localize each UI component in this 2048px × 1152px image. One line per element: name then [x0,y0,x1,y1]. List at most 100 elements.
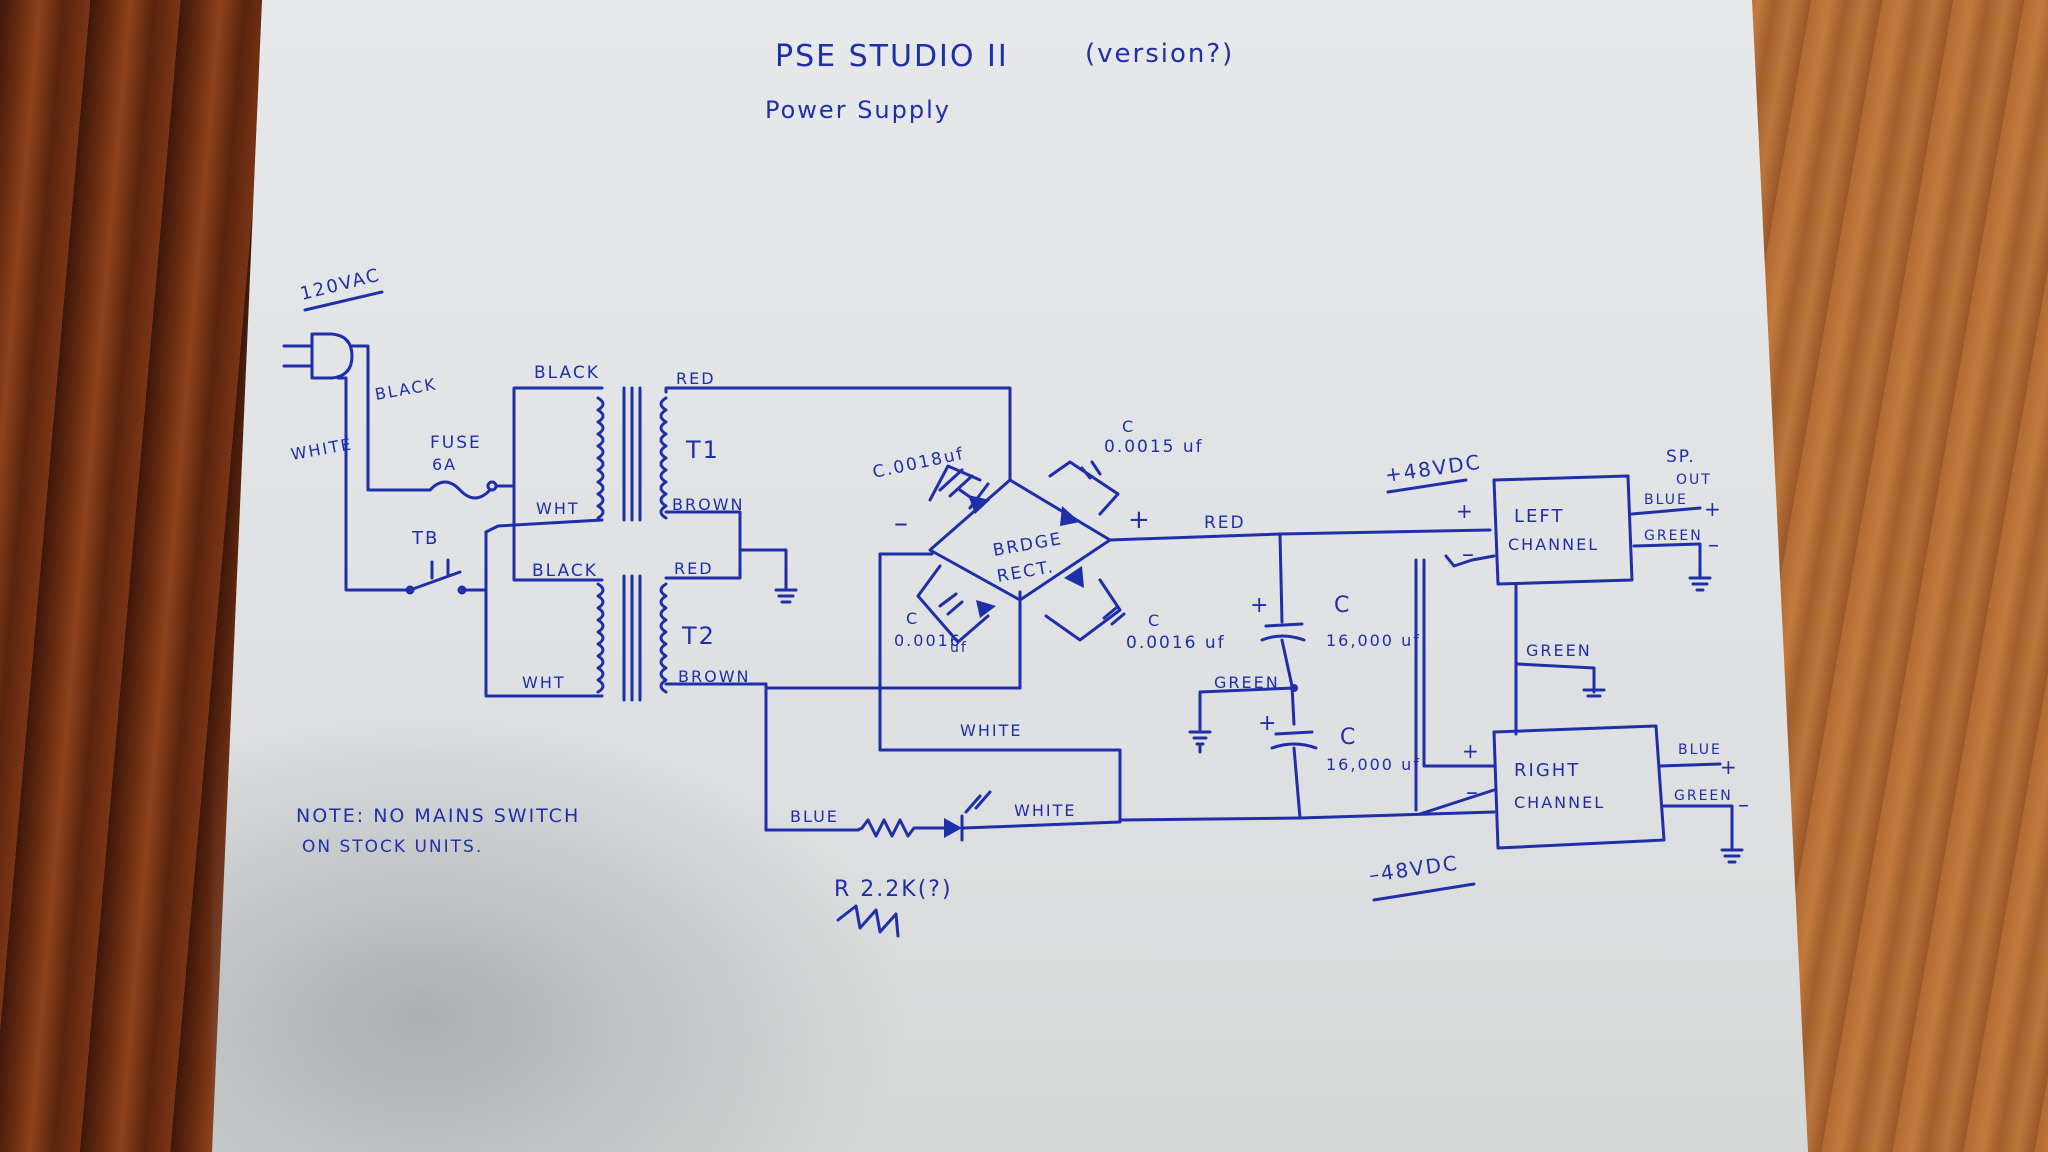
right-out-wires [1658,762,1734,850]
bridge-minus-sign: – [894,506,910,539]
plus48-label: +48VDC [1383,450,1483,487]
right-channel-label-1: RIGHT [1514,760,1580,781]
left-channel-minus: – [1462,540,1476,568]
cap-tr-label: 0.0015 uf [1104,437,1204,457]
right-channel-minus: – [1466,778,1480,806]
right-channel-plus: + [1462,739,1481,763]
resistor-symbol [860,818,946,838]
bypass-capacitor-tr [1048,460,1120,516]
wire-primary-t2 [484,530,604,698]
ground-icon [774,588,798,604]
filter-capacitor-1 [1260,622,1306,642]
left-out-minus: – [1708,533,1721,558]
left-out-blue: BLUE [1644,492,1688,508]
t1-label-red: RED [676,369,716,388]
paper-sheet [212,0,1808,1152]
wire-primary-t2-black [512,484,604,582]
scribble-mark [836,904,900,938]
cap-bl-label: 0.0016 [894,631,962,650]
bridge-label-1: BRDGE [991,529,1064,561]
cap2-plus: + [1258,711,1278,736]
bypass-capacitor-tl [928,464,982,502]
t1-label-wht: WHT [536,499,580,518]
wire-black-hot [350,344,432,492]
wire-t1-red-to-bridge [664,386,1012,482]
ground-icon-channel [1582,688,1606,698]
wire-rails-to-channels [1414,554,1496,816]
ground-icon-center [1188,730,1212,754]
bypass-capacitor-bl [916,564,990,644]
cap2-label: 16,000 uf [1326,755,1421,774]
resistor-label: R 2.2K(?) [834,877,953,902]
t1-label-brown: BROWN [672,495,744,514]
t1-label-black: BLACK [534,363,600,383]
left-channel-box [1492,474,1634,586]
cap-tl-label: C.0018uf [871,444,966,483]
wire-led-to-negative [962,820,1122,830]
wire-negative-rail [1118,810,1496,822]
cap-tr-c: C [1122,417,1135,436]
ac-input-underline [303,290,384,312]
cap1-label: 16,000 uf [1326,631,1421,650]
right-channel-box [1492,724,1666,850]
wire-centertap-ground [738,548,788,590]
wire-channel-ground [1514,582,1596,736]
ac-input-label: 120VAC [298,265,383,305]
t2-label-black: BLACK [532,561,598,581]
left-out-plus: + [1704,497,1723,521]
wire-bridge-minus [878,552,1122,822]
right-out-green: GREEN [1674,788,1733,804]
title-note: (version?) [1085,39,1234,69]
fuse-label: FUSE [430,433,482,453]
led-icon [944,790,992,842]
wire-led-path [764,826,864,832]
cap-br-c: C [1148,611,1161,630]
note-line-2: ON STOCK UNITS. [302,837,483,857]
speaker-out-label-2: OUT [1676,472,1712,488]
cap1-c: C [1334,593,1351,618]
t2-label: T2 [681,622,716,650]
left-channel-label-1: LEFT [1514,506,1564,527]
t2-label-red: RED [674,559,714,578]
wire-white-neutral [336,376,410,592]
wire-positive-rail [1108,528,1492,542]
transformer-t2 [596,574,668,702]
minus48-underline [1372,882,1476,902]
subtitle: Power Supply [765,96,951,124]
ground-icon-left-out [1688,576,1712,592]
thermal-breaker-symbol [405,558,467,595]
right-out-minus: – [1738,793,1751,818]
filter-capacitor-2 [1270,730,1318,750]
bridge-rectifier [928,478,1112,618]
fuse-rating: 6A [432,455,457,474]
title: PSE STUDIO II [775,39,1009,74]
ground-icon-right-out [1720,848,1744,864]
wire-tb-to-transformers [460,530,488,592]
left-out-green: GREEN [1644,528,1703,544]
plus48-underline [1386,478,1468,494]
wire-label-black: BLACK [373,374,438,404]
red-rail-label: RED [1204,513,1246,533]
left-out-wires [1630,506,1702,578]
green-channel-label: GREEN [1526,641,1592,660]
right-out-plus: + [1720,755,1739,779]
blue-led-label: BLUE [790,807,839,826]
cap-bl-unit: uf [950,640,968,656]
mains-plug-icon [282,332,354,380]
ground-node [1290,684,1298,692]
white-led-label: WHITE [1014,801,1076,820]
right-channel-label-2: CHANNEL [1514,793,1605,812]
wire-label-white: WHITE [289,434,354,464]
t1-label: T1 [685,436,720,464]
cap2-c: C [1340,725,1357,750]
left-channel-label-2: CHANNEL [1508,535,1599,554]
left-channel-plus: + [1456,499,1475,523]
cap1-plus: + [1250,593,1270,618]
t2-label-brown: BROWN [678,667,750,686]
bridge-plus-sign: + [1128,505,1152,535]
white-mid-label: WHITE [960,721,1022,740]
t2-label-wht: WHT [522,673,566,692]
desk-surface-left [0,0,260,1152]
wire-t1-brown [664,510,742,580]
